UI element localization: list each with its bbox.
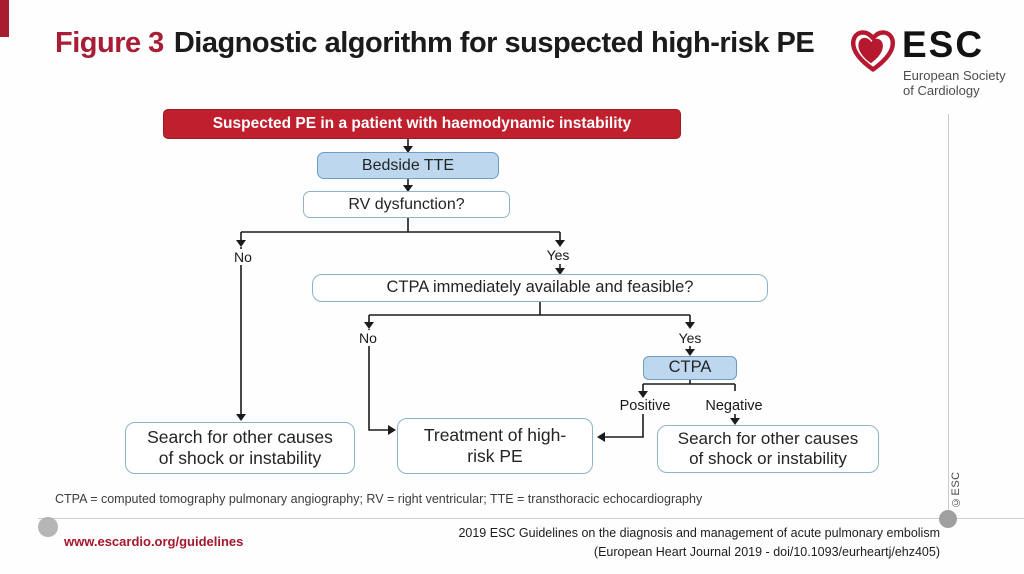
branch-label-ctpa-negative: Negative bbox=[702, 398, 766, 414]
flow-box-suspected-pe: Suspected PE in a patient with haemodyna… bbox=[163, 109, 681, 139]
figure-number-label: Figure 3 bbox=[55, 27, 164, 59]
flow-box-treatment-high-risk-pe: Treatment of high- risk PE bbox=[397, 418, 593, 474]
footer-right-dot bbox=[939, 510, 957, 528]
abbreviations-footnote: CTPA = computed tomography pulmonary ang… bbox=[55, 492, 703, 506]
citation-text: 2019 ESC Guidelines on the diagnosis and… bbox=[458, 524, 940, 562]
esc-org-name: European Society of Cardiology bbox=[903, 68, 1006, 98]
treatment-line2: risk PE bbox=[467, 446, 523, 466]
corner-accent-bar bbox=[0, 0, 9, 37]
footer-left-dot bbox=[38, 517, 58, 537]
flow-box-ctpa-available: CTPA immediately available and feasible? bbox=[312, 274, 768, 302]
branch-label-rv-no: No bbox=[231, 249, 255, 265]
branch-label-ctpa-availability-yes: Yes bbox=[675, 330, 705, 346]
treatment-line1: Treatment of high- bbox=[423, 425, 567, 445]
citation-line1: 2019 ESC Guidelines on the diagnosis and… bbox=[458, 526, 940, 540]
esc-copyright-vertical: ©ESC bbox=[950, 471, 962, 508]
search-right-line2: of shock or instability bbox=[689, 449, 847, 468]
footer-divider-line bbox=[38, 518, 1024, 519]
flow-box-rv-dysfunction: RV dysfunction? bbox=[303, 191, 510, 218]
esc-heart-logo-icon bbox=[850, 30, 896, 72]
branch-label-ctpa-positive: Positive bbox=[616, 398, 674, 414]
branch-label-ctpa-availability-no: No bbox=[356, 330, 380, 346]
right-divider-line bbox=[948, 114, 949, 519]
esc-abbr-text: ESC bbox=[902, 24, 985, 65]
guidelines-website-link[interactable]: www.escardio.org/guidelines bbox=[64, 534, 244, 549]
page-title: Figure 3 Diagnostic algorithm for suspect… bbox=[55, 27, 815, 60]
search-right-line1: Search for other causes bbox=[677, 428, 859, 448]
figure-title-text: Diagnostic algorithm for suspected high-… bbox=[173, 27, 815, 59]
flow-box-bedside-tte: Bedside TTE bbox=[317, 152, 499, 179]
flow-box-ctpa: CTPA bbox=[643, 356, 737, 380]
search-left-line2: of shock or instability bbox=[158, 448, 322, 468]
flow-box-search-other-causes-right: Search for other causes of shock or inst… bbox=[657, 425, 879, 473]
search-left-line1: Search for other causes bbox=[147, 427, 333, 447]
esc-org-name-line2: of Cardiology bbox=[903, 83, 980, 98]
citation-line2: (European Heart Journal 2019 - doi/10.10… bbox=[593, 545, 940, 559]
flow-box-search-other-causes-left: Search for other causes of shock or inst… bbox=[125, 422, 355, 474]
branch-label-rv-yes: Yes bbox=[543, 247, 573, 263]
esc-org-name-line1: European Society bbox=[903, 68, 1006, 83]
